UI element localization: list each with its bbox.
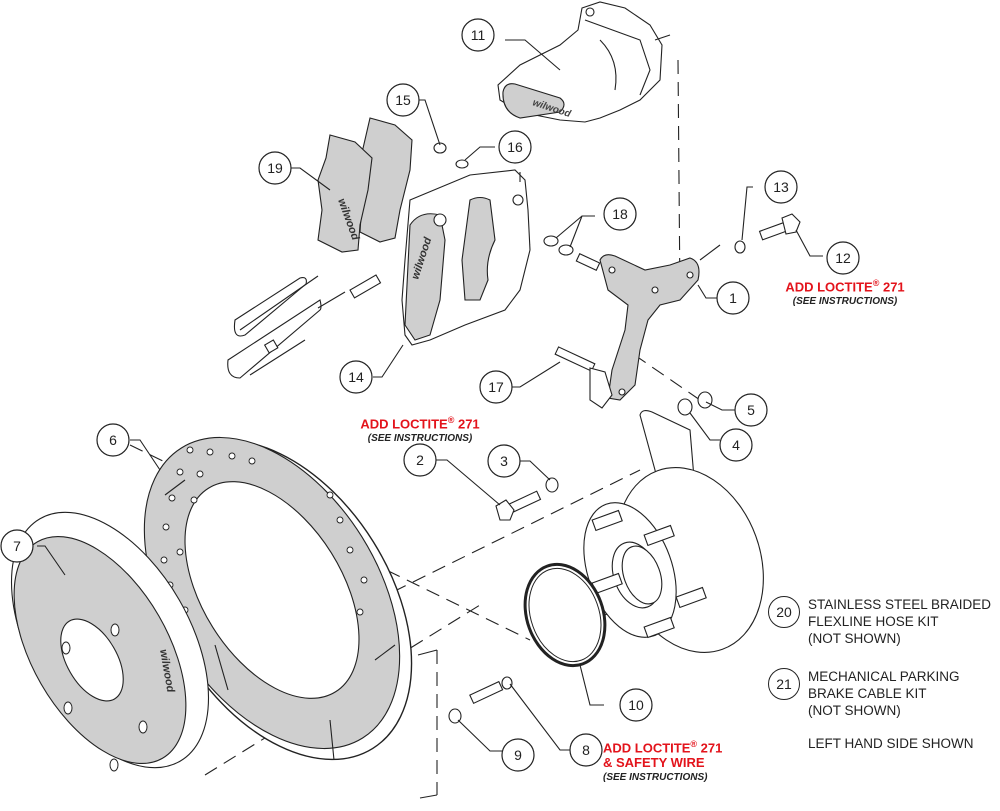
callout-12: 12 [826, 241, 860, 275]
loctite-note-12: ADD LOCTITE® 271 (SEE INSTRUCTIONS) [785, 278, 905, 308]
svg-text:11: 11 [471, 27, 486, 43]
legend-item-21: 21 MECHANICAL PARKING BRAKE CABLE KIT (N… [768, 668, 1000, 728]
svg-text:15: 15 [395, 92, 411, 108]
svg-text:4: 4 [732, 437, 740, 453]
brake-pads: wilwood [317, 117, 413, 253]
loctite-note-8: ADD LOCTITE® 271 & SAFETY WIRE (SEE INST… [603, 739, 723, 784]
bleed-hardware [433, 142, 469, 169]
svg-text:14: 14 [348, 369, 364, 385]
svg-text:2: 2 [416, 452, 424, 468]
rotor-bolt [448, 676, 513, 724]
loctite-note-2: ADD LOCTITE® 271 (SEE INSTRUCTIONS) [360, 415, 480, 445]
callout-9: 9 [501, 738, 535, 772]
rotor-holes [160, 446, 368, 616]
callout-19: 19 [258, 151, 292, 185]
callout-11: 11 [461, 18, 495, 52]
brake-caliper: wilwood [401, 169, 531, 346]
wheel-hub [583, 409, 764, 653]
svg-text:18: 18 [612, 206, 628, 222]
svg-text:19: 19 [267, 160, 283, 176]
callout-4: 4 [719, 428, 753, 462]
callout-15: 15 [386, 83, 420, 117]
side-note: LEFT HAND SIDE SHOWN [808, 736, 974, 751]
caliper-shims [543, 235, 574, 256]
svg-text:8: 8 [582, 742, 590, 758]
callout-5: 5 [734, 393, 768, 427]
svg-text:13: 13 [773, 179, 789, 195]
callout-13: 13 [764, 170, 798, 204]
callout-3: 3 [487, 444, 521, 478]
svg-text:3: 3 [500, 453, 508, 469]
bracket-bolt [495, 477, 559, 521]
callout-2: 2 [403, 443, 437, 477]
svg-text:10: 10 [628, 697, 644, 713]
parking-brake-caliper: wilwood [497, 1, 671, 123]
svg-text:1: 1 [729, 290, 737, 306]
svg-text:12: 12 [835, 250, 851, 266]
drilled-slotted-rotor [143, 436, 413, 761]
callout-16: 16 [498, 130, 532, 164]
callout-8: 8 [569, 733, 603, 767]
callout-17: 17 [479, 370, 513, 404]
svg-text:5: 5 [747, 402, 755, 418]
callout-14: 14 [339, 360, 373, 394]
shim-washers [677, 391, 713, 416]
svg-text:16: 16 [507, 139, 523, 155]
callout-10: 10 [619, 688, 653, 722]
svg-text:9: 9 [514, 747, 522, 763]
pad-retaining-pins [227, 274, 382, 379]
rotor-hat: wilwood [10, 511, 210, 772]
snap-ring [523, 562, 607, 668]
legend-number: 20 [768, 596, 800, 628]
legend-item-20: 20 STAINLESS STEEL BRAIDED FLEXLINE HOSE… [768, 596, 1000, 656]
svg-text:7: 7 [13, 538, 21, 554]
parking-caliper-hardware [734, 213, 801, 254]
caliper-mounting-stud [554, 346, 613, 409]
callout-1: 1 [716, 281, 750, 315]
wheel-studs [591, 509, 707, 639]
svg-text:6: 6 [109, 432, 117, 448]
legend-number: 21 [768, 668, 800, 700]
callout-18: 18 [603, 197, 637, 231]
callout-7: 7 [0, 529, 34, 563]
hat-bolt-holes [61, 623, 148, 772]
svg-text:17: 17 [488, 379, 504, 395]
caliper-mounting-bracket [575, 252, 700, 401]
callout-6: 6 [96, 423, 130, 457]
